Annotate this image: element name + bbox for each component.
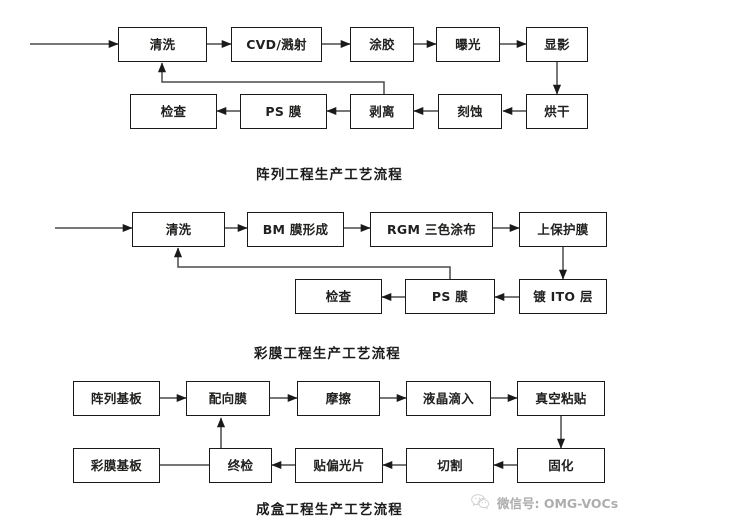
node-cell-color-filter-substrate[interactable]: 彩膜基板	[73, 448, 160, 483]
node-array-stripping[interactable]: 剥离	[350, 94, 414, 129]
node-array-development[interactable]: 显影	[526, 27, 588, 62]
node-cf-cleaning[interactable]: 清洗	[132, 212, 225, 247]
watermark: 微信号: OMG-VOCs	[470, 492, 618, 512]
caption-cell-process: 成盒工程生产工艺流程	[256, 502, 403, 518]
node-array-exposure[interactable]: 曝光	[436, 27, 500, 62]
node-cf-bm-film-formation[interactable]: BM 膜形成	[247, 212, 344, 247]
node-cf-inspection[interactable]: 检查	[295, 279, 382, 314]
node-cell-final-inspection[interactable]: 终检	[209, 448, 272, 483]
node-cf-ito-deposition[interactable]: 镀 ITO 层	[519, 279, 607, 314]
node-array-inspection[interactable]: 检查	[130, 94, 217, 129]
node-array-ps-film[interactable]: PS 膜	[240, 94, 327, 129]
node-array-etching[interactable]: 刻蚀	[438, 94, 502, 129]
node-cell-lc-dropping[interactable]: 液晶滴入	[406, 381, 491, 416]
node-cell-rubbing[interactable]: 摩擦	[297, 381, 380, 416]
caption-color-filter-process: 彩膜工程生产工艺流程	[254, 346, 401, 362]
node-cell-alignment-film[interactable]: 配向膜	[186, 381, 270, 416]
node-array-cleaning[interactable]: 清洗	[118, 27, 207, 62]
node-array-photoresist-coating[interactable]: 涂胶	[350, 27, 414, 62]
node-cell-vacuum-bonding[interactable]: 真空粘贴	[517, 381, 605, 416]
node-cf-ps-film[interactable]: PS 膜	[405, 279, 495, 314]
node-array-cvd-sputtering[interactable]: CVD/溅射	[231, 27, 322, 62]
node-cell-polarizer-attach[interactable]: 贴偏光片	[295, 448, 383, 483]
watermark-text: 微信号: OMG-VOCs	[497, 495, 619, 511]
node-array-baking[interactable]: 烘干	[526, 94, 588, 129]
wechat-icon	[471, 494, 490, 510]
node-cf-rgm-tricolor-coating[interactable]: RGM 三色涂布	[370, 212, 493, 247]
node-cell-curing[interactable]: 固化	[517, 448, 605, 483]
node-cf-protective-film[interactable]: 上保护膜	[519, 212, 607, 247]
node-cell-cutting[interactable]: 切割	[406, 448, 494, 483]
node-cell-array-substrate[interactable]: 阵列基板	[73, 381, 160, 416]
caption-array-process: 阵列工程生产工艺流程	[256, 167, 403, 183]
